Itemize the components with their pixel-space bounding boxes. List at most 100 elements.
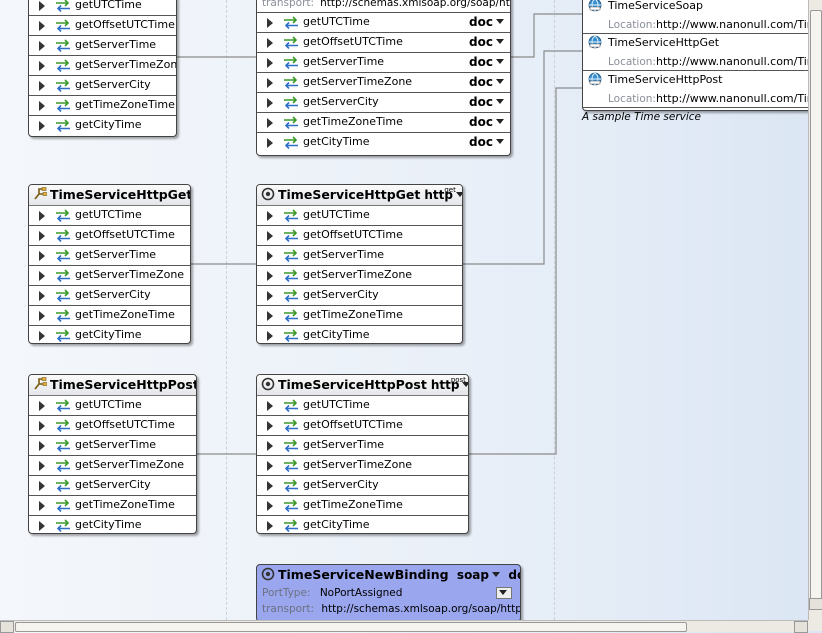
chevron-down-icon[interactable]: [455, 192, 462, 197]
porttype-header[interactable]: TimeServiceHttpPost: [29, 375, 196, 396]
location-value[interactable]: http://www.nanonull.com/TimeS: [656, 92, 808, 105]
operation-row[interactable]: getServerTimeZone: [257, 456, 468, 476]
expand-triangle-icon[interactable]: [267, 118, 273, 128]
expand-triangle-icon[interactable]: [267, 501, 273, 511]
expand-triangle-icon[interactable]: [267, 251, 273, 261]
operation-row[interactable]: getServerCity: [29, 286, 190, 306]
expand-triangle-icon[interactable]: [39, 331, 45, 341]
vertical-scrollbar-thumb[interactable]: [810, 10, 822, 602]
location-value[interactable]: http://www.nanonull.com/TimeS: [656, 18, 808, 31]
operation-row[interactable]: getUTCTime: [29, 0, 176, 16]
operation-row[interactable]: getCityTime: [257, 516, 468, 533]
operation-row[interactable]: getServerTime: [29, 36, 176, 56]
expand-triangle-icon[interactable]: [267, 271, 273, 281]
service-port-row[interactable]: TimeServiceHttpGet: [583, 34, 808, 52]
operation-row[interactable]: getServerTime: [29, 436, 196, 456]
operation-row[interactable]: getServerCity: [29, 76, 176, 96]
service-port-row[interactable]: TimeServiceHttpPost: [583, 71, 808, 89]
expand-triangle-icon[interactable]: [267, 38, 273, 48]
service-port-row[interactable]: TimeServiceSoap: [583, 0, 808, 15]
operation-row[interactable]: getOffsetUTCTime: [257, 226, 462, 246]
protocol-selector[interactable]: soap: [457, 568, 500, 582]
expand-triangle-icon[interactable]: [267, 521, 273, 531]
operation-row[interactable]: getServerTimeZone: [29, 456, 196, 476]
expand-triangle-icon[interactable]: [267, 401, 273, 411]
expand-triangle-icon[interactable]: [267, 211, 273, 221]
expand-triangle-icon[interactable]: [39, 311, 45, 321]
operation-row[interactable]: getServerTime: [29, 246, 190, 266]
operation-row[interactable]: getTimeZoneTime: [257, 306, 462, 326]
expand-triangle-icon[interactable]: [267, 421, 273, 431]
scroll-down-button[interactable]: [809, 598, 822, 610]
style-dropdown[interactable]: doc: [469, 55, 504, 69]
expand-triangle-icon[interactable]: [267, 18, 273, 28]
expand-triangle-icon[interactable]: [39, 251, 45, 261]
expand-triangle-icon[interactable]: [267, 231, 273, 241]
expand-triangle-icon[interactable]: [267, 291, 273, 301]
location-value[interactable]: http://www.nanonull.com/TimeS: [656, 55, 808, 68]
expand-triangle-icon[interactable]: [39, 61, 45, 71]
operation-row[interactable]: getTimeZoneTime: [29, 96, 176, 116]
chevron-down-icon[interactable]: [462, 382, 468, 387]
expand-triangle-icon[interactable]: [39, 211, 45, 221]
expand-triangle-icon[interactable]: [39, 81, 45, 91]
expand-triangle-icon[interactable]: [267, 441, 273, 451]
operation-row[interactable]: getTimeZoneTime: [29, 496, 196, 516]
expand-triangle-icon[interactable]: [39, 521, 45, 531]
operation-row[interactable]: getServerCity: [257, 476, 468, 496]
expand-triangle-icon[interactable]: [39, 441, 45, 451]
operation-row[interactable]: getCityTime: [29, 116, 176, 135]
expand-triangle-icon[interactable]: [267, 138, 273, 148]
expand-triangle-icon[interactable]: [39, 501, 45, 511]
operation-row[interactable]: getServerTimeZone: [257, 266, 462, 286]
binding-timeservicesoap[interactable]: transport:http://schemas.xmlsoap.org/soa…: [256, 0, 511, 156]
expand-triangle-icon[interactable]: [39, 421, 45, 431]
expand-triangle-icon[interactable]: [39, 41, 45, 51]
operation-row[interactable]: getCityTime: [29, 326, 190, 343]
operation-row[interactable]: getOffsetUTCTime: [29, 16, 176, 36]
expand-triangle-icon[interactable]: [39, 291, 45, 301]
expand-triangle-icon[interactable]: [267, 481, 273, 491]
operation-row[interactable]: getOffsetUTCTime: [29, 416, 196, 436]
expand-triangle-icon[interactable]: [39, 401, 45, 411]
operation-row[interactable]: getUTCTime: [29, 206, 190, 226]
style-dropdown[interactable]: doc: [469, 15, 504, 29]
style-dropdown[interactable]: doc: [469, 35, 504, 49]
expand-triangle-icon[interactable]: [39, 271, 45, 281]
expand-triangle-icon[interactable]: [267, 78, 273, 88]
style-dropdown[interactable]: doc: [469, 135, 504, 149]
operation-row[interactable]: getServerTimeZone: [29, 56, 176, 76]
operation-row[interactable]: getOffsetUTCTime: [29, 226, 190, 246]
expand-triangle-icon[interactable]: [267, 461, 273, 471]
porttype-dropdown-button[interactable]: [496, 587, 512, 599]
scroll-left-button[interactable]: [0, 621, 14, 633]
operation-row[interactable]: getOffsetUTCTime: [257, 416, 468, 436]
expand-triangle-icon[interactable]: [39, 101, 45, 111]
operation-row[interactable]: getCityTime: [29, 516, 196, 533]
expand-triangle-icon[interactable]: [267, 311, 273, 321]
operation-row[interactable]: getServerCity: [29, 476, 196, 496]
operation-row[interactable]: getUTCTime: [257, 396, 468, 416]
operation-row[interactable]: getTimeZoneTime: [257, 496, 468, 516]
expand-triangle-icon[interactable]: [39, 21, 45, 31]
porttype-header[interactable]: TimeServiceHttpGet: [29, 185, 190, 206]
operation-row[interactable]: getServerTime: [257, 246, 462, 266]
horizontal-scrollbar[interactable]: [0, 620, 808, 633]
style-dropdown[interactable]: doc: [469, 115, 504, 129]
expand-triangle-icon[interactable]: [267, 98, 273, 108]
